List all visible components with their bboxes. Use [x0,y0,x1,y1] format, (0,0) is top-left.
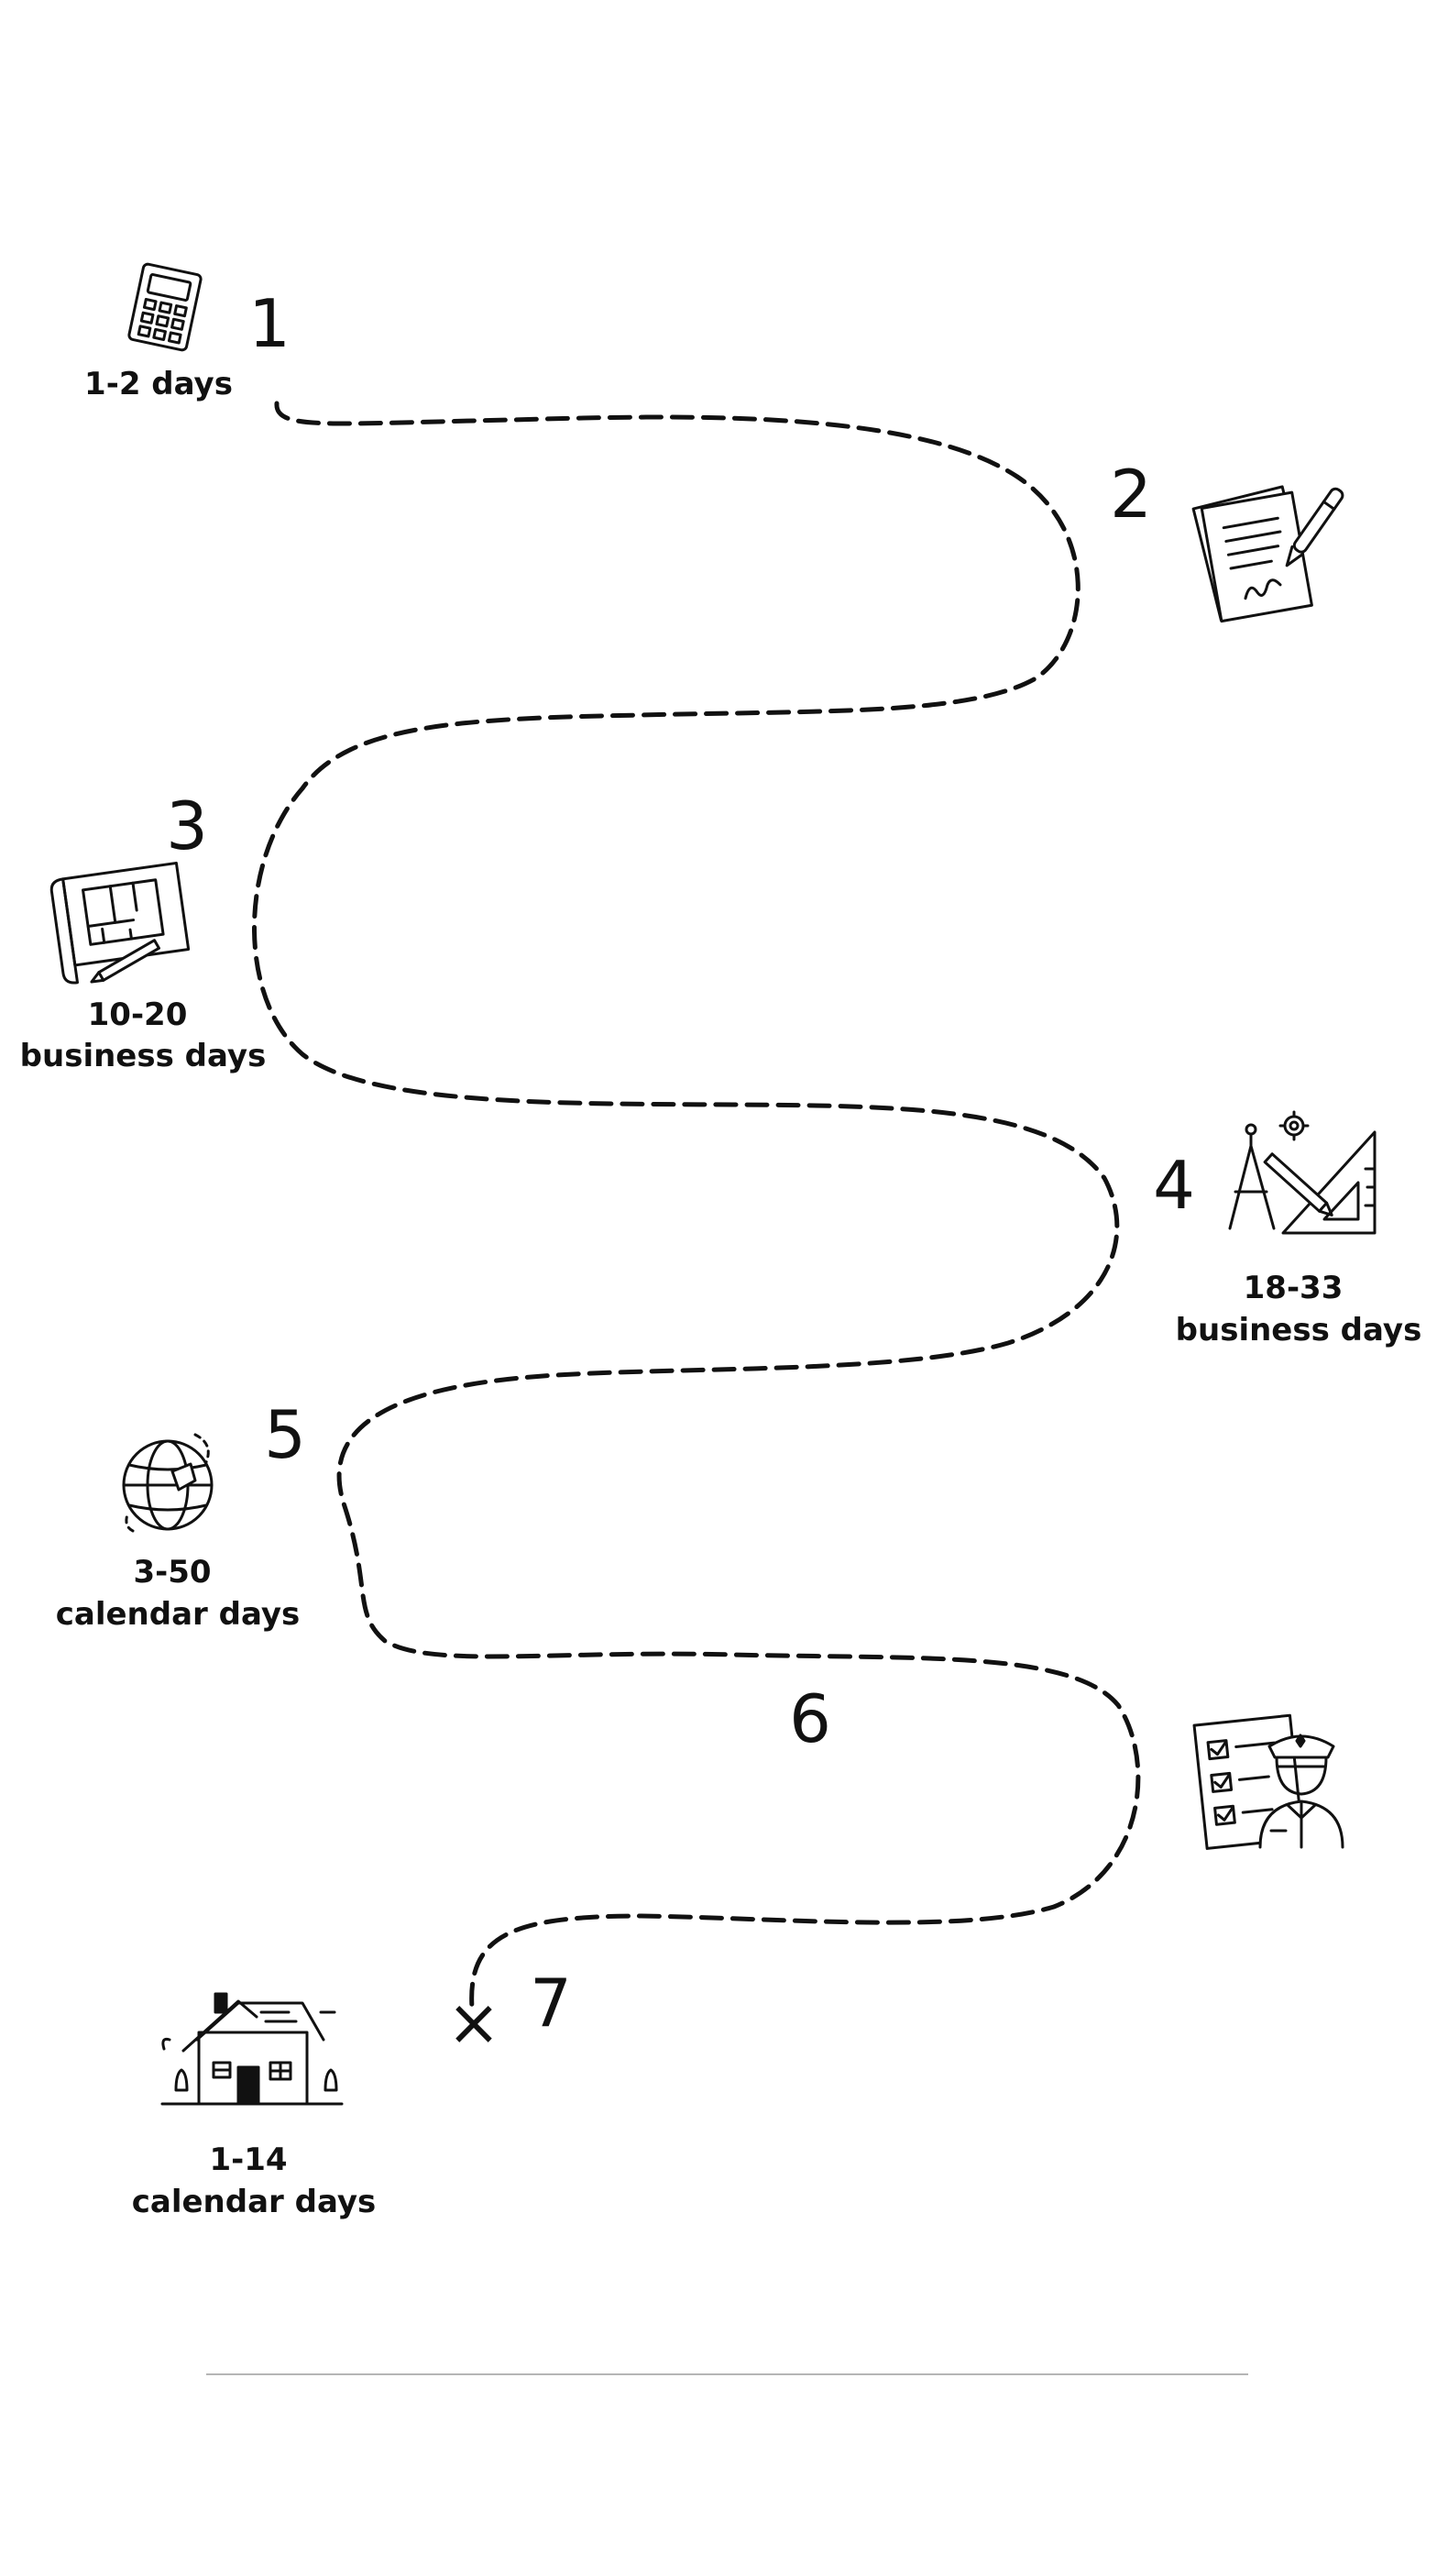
step-number-2: 2 [1110,456,1152,533]
step-7-duration-range: 1-14 [209,2141,287,2178]
step-number-7: 7 [530,1965,572,2042]
step-5-duration-range: 3-50 [133,1554,211,1591]
house-icon [160,1992,344,2106]
globe-icon [122,1433,214,1533]
step-4-duration-range: 18-33 [1244,1270,1344,1306]
step-number-1: 1 [248,285,291,362]
step-number-6: 6 [789,1680,831,1757]
step-number-3: 3 [166,787,208,864]
dashed-route-path [252,401,1141,2010]
route-end-marker: × [447,1985,501,2060]
step-1-duration: 1-2 days [84,366,233,402]
step-number-5: 5 [264,1396,306,1473]
step-4-duration-unit: business days [1176,1312,1422,1349]
inspector-checklist-icon [1192,1713,1344,1850]
step-5-duration-unit: calendar days [56,1596,301,1633]
step-7-duration-unit: calendar days [132,2184,377,2220]
blueprint-icon [49,861,191,985]
step-3-duration-range: 10-20 [88,996,188,1033]
signed-document-icon [1191,485,1344,623]
step-3-duration-unit: business days [20,1038,267,1074]
step-number-4: 4 [1153,1147,1195,1224]
calculator-icon [127,262,203,352]
drafting-tools-icon [1228,1110,1377,1235]
